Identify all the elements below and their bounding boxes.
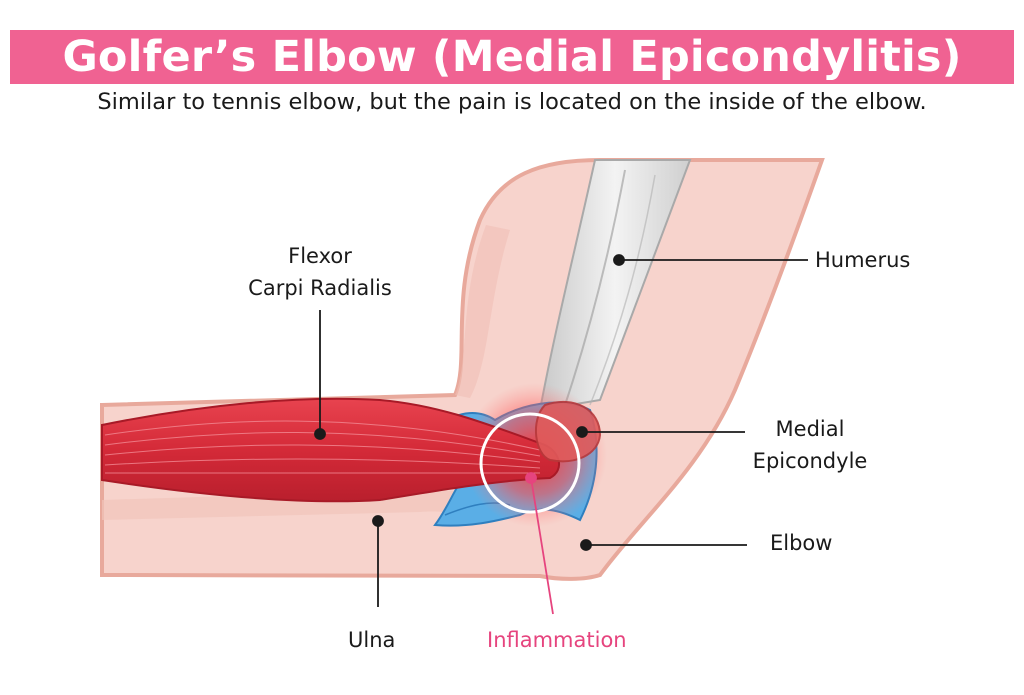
subtitle: Similar to tennis elbow, but the pain is…	[97, 89, 927, 115]
label-ulna: Ulna	[348, 628, 396, 652]
arm-shading	[455, 225, 510, 398]
label-medial-line2: Epicondyle	[752, 449, 868, 473]
label-medial-line1: Medial	[775, 417, 845, 441]
humerus-bone	[538, 159, 692, 412]
inflammation-ring	[479, 412, 581, 514]
label-elbow: Elbow	[770, 531, 833, 555]
page-title: Golfer’s Elbow (Medial Epicondylitis)	[62, 32, 962, 82]
label-humerus: Humerus	[815, 248, 911, 272]
label-flexor-line2: Carpi Radialis	[248, 276, 392, 300]
title-banner: Golfer’s Elbow (Medial Epicondylitis)	[10, 30, 1014, 84]
label-medial-epicondyle: Medial Epicondyle	[745, 413, 875, 477]
flexor-muscle	[101, 397, 560, 503]
label-flexor-line1: Flexor	[288, 244, 352, 268]
label-inflammation: Inflammation	[487, 628, 627, 652]
label-flexor-carpi-radialis: Flexor Carpi Radialis	[230, 240, 410, 304]
